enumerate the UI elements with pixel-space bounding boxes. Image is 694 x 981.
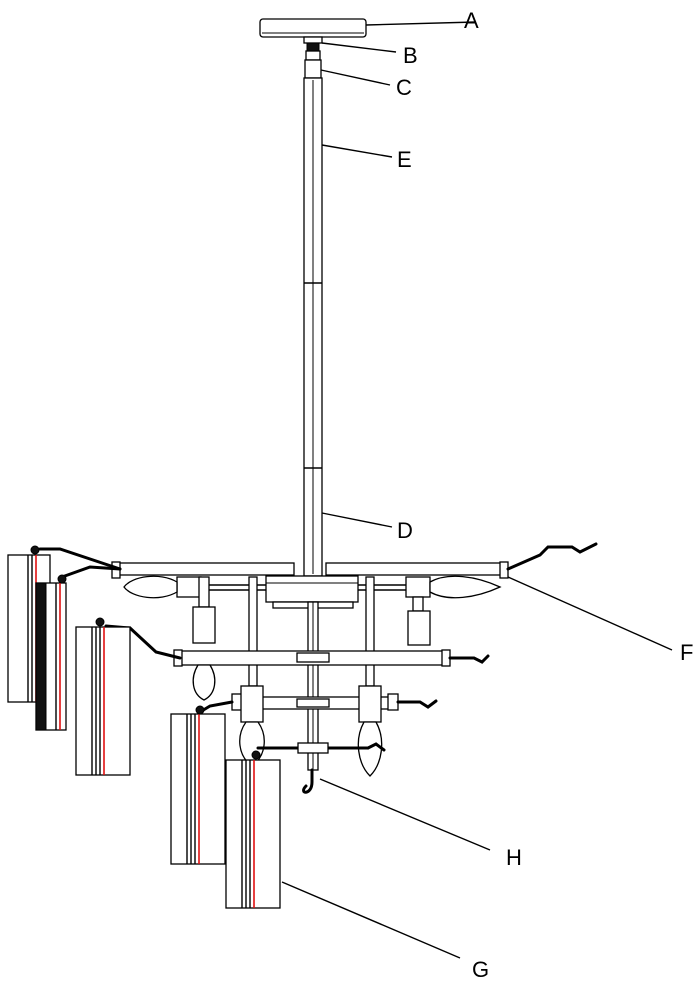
bulb-holder-left	[192, 576, 216, 644]
lower-arm	[198, 685, 438, 723]
bulb-right-horizontal	[405, 575, 502, 599]
callout-label-d: D	[397, 518, 413, 543]
bulb-lower-right	[357, 721, 383, 777]
callout-label-c: C	[396, 75, 412, 100]
middle-arm	[104, 624, 490, 667]
glass-shade-4	[170, 705, 226, 865]
bulb-left-vertical	[192, 664, 216, 701]
swivel-joint	[304, 50, 322, 79]
drop-rods	[248, 576, 375, 771]
glass-shade-5	[225, 750, 281, 909]
callout-label-h: H	[506, 845, 522, 870]
glass-shade-2	[35, 574, 67, 731]
bulb-holder-right	[407, 596, 431, 646]
callout-label-a: A	[464, 8, 479, 33]
callout-label-f: F	[680, 640, 693, 665]
down-rod	[303, 77, 323, 577]
bottom-hook	[302, 768, 314, 794]
glass-shade-3	[75, 617, 131, 776]
callout-label-e: E	[397, 147, 412, 172]
callout-label-b: B	[403, 43, 418, 68]
bottom-arm	[256, 742, 386, 754]
top-arm-left	[38, 547, 295, 579]
callout-label-g: G	[472, 957, 489, 981]
canopy	[259, 18, 367, 38]
leader-lines	[281, 21, 673, 959]
bulb-left-horizontal	[123, 575, 202, 599]
top-arm-right	[325, 542, 598, 579]
canopy-connector	[303, 36, 323, 52]
